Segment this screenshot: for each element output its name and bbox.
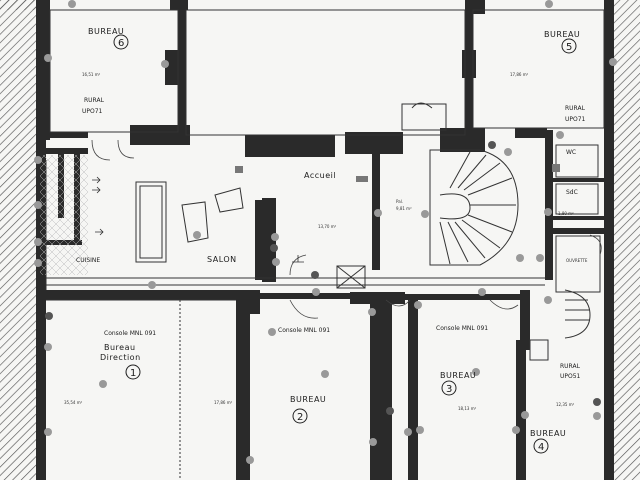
accueil-title: Accueil <box>304 171 336 180</box>
bureau5-area: 17,86 m² <box>510 72 529 77</box>
number-circles <box>113 34 577 454</box>
spiral-staircase <box>429 149 519 266</box>
marker-dots-dark <box>45 141 601 415</box>
stair-landing-label: Pal. <box>396 199 403 204</box>
stair-landing-area: 9,81 m² <box>396 206 412 211</box>
bureau6-number: 6 <box>118 38 124 49</box>
kitchen-tiles <box>40 155 88 275</box>
room-labels: BUREAU 6 16,51 m² RURAL UPO71 BUREAU 5 1… <box>64 27 588 453</box>
wc-title: WC <box>566 149 576 156</box>
bureau2-number: 2 <box>297 412 303 423</box>
bureau4-code: UPO51 <box>560 373 581 380</box>
thin-outlines <box>45 9 605 480</box>
bureau5-number: 5 <box>566 42 572 53</box>
bureau3-console: Console MNL 091 <box>436 325 488 332</box>
bureau2-console: Console MNL 091 <box>278 327 330 334</box>
bureau4-area: 12,35 m² <box>556 402 575 407</box>
accueil-area: 13,70 m² <box>318 224 337 229</box>
sdc-area: 1,80 m² <box>558 211 574 216</box>
salon-title: SALON <box>207 255 237 264</box>
bureau1-console: Console MNL 091 <box>104 330 156 337</box>
grey-wall-blocks <box>235 164 560 182</box>
bureau6-code: UPO71 <box>82 108 103 115</box>
bureau1-title: Bureau <box>104 343 136 352</box>
bureau1-number: 1 <box>130 368 136 379</box>
bureau4-title: BUREAU <box>530 429 566 438</box>
door-swings <box>91 139 602 319</box>
cuisine-title: CUISINE <box>76 257 100 264</box>
bureau3-area: 18,13 m² <box>458 406 477 411</box>
bureau6-rural: RURAL <box>84 97 105 104</box>
arrow-symbols <box>92 176 304 263</box>
bureau1-subtitle: Direction <box>100 353 141 362</box>
ouvrette-title: OUVRETTE <box>566 258 588 263</box>
bureau2-title: BUREAU <box>290 395 326 404</box>
bureau3-number: 3 <box>446 384 452 395</box>
bureau4-rural: RURAL <box>560 363 581 370</box>
bureau1-area: 35,54 m² <box>64 400 83 405</box>
service-stair <box>564 289 591 339</box>
bureau6-title: BUREAU <box>88 27 124 36</box>
bureau3-title: BUREAU <box>440 371 476 380</box>
bureau6-area: 16,51 m² <box>82 72 101 77</box>
marker-dots <box>34 0 617 464</box>
bureau5-code: UPO71 <box>565 116 586 123</box>
sdc-title: SdC <box>566 189 578 196</box>
bureau5-title: BUREAU <box>544 30 580 39</box>
bureau4-number: 4 <box>538 442 544 453</box>
bureau1b-area: 17,86 m² <box>214 400 233 405</box>
bureau5-rural: RURAL <box>565 105 586 112</box>
